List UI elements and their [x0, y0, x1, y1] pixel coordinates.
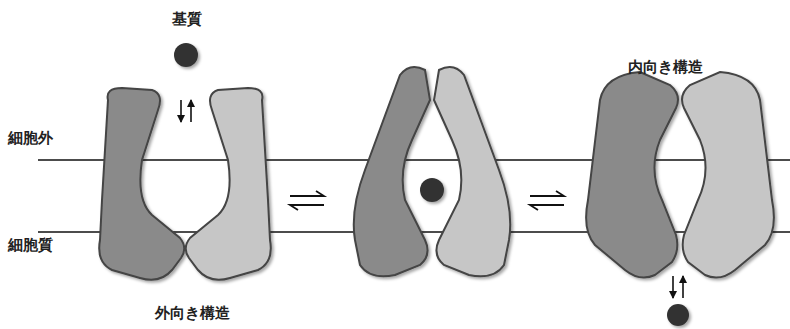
substrate-label: 基質	[172, 10, 202, 28]
region-label: 細胞質	[8, 236, 53, 254]
region-label: 細胞外	[8, 129, 53, 147]
state-label: 内向き構造	[628, 58, 703, 76]
state-label: 外向き構造	[155, 304, 230, 322]
